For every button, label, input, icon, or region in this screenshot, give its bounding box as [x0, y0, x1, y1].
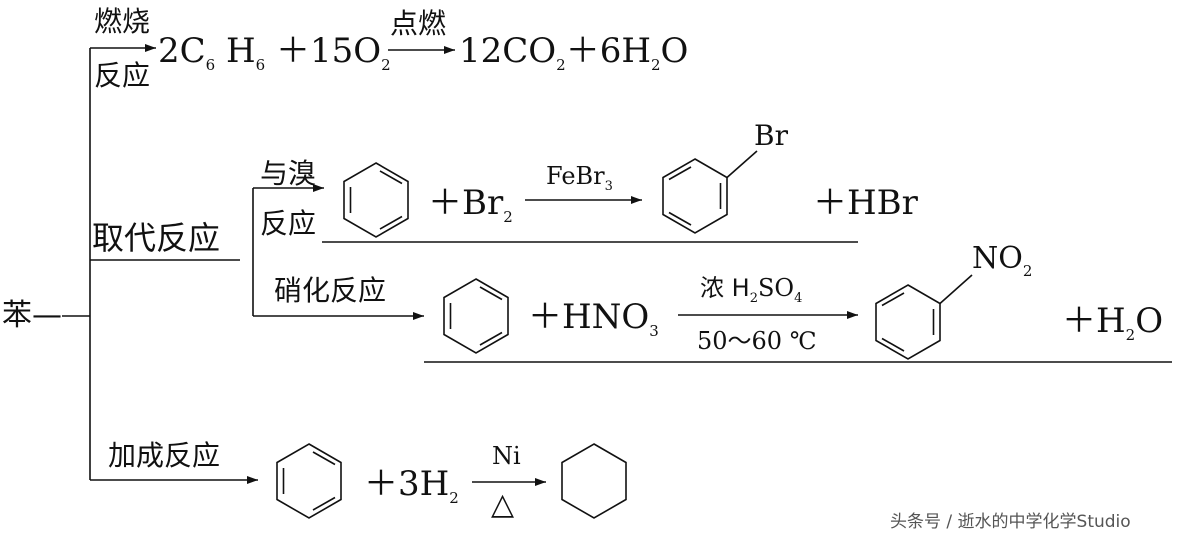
combustion-condition: 点燃	[390, 7, 447, 40]
combustion-branch-top: 燃烧	[94, 5, 151, 38]
substitution-label: 取代反应	[92, 219, 221, 257]
nitration-byproduct: ＋H2O	[1062, 301, 1164, 344]
watermark: 头条号 / 逝水的中学化学Studio	[890, 512, 1131, 532]
nitrobenzene-ring	[875, 274, 973, 360]
benzene-ring	[443, 278, 509, 354]
bromination-plus-br2: ＋Br2	[428, 183, 513, 226]
addition-plus-h2: ＋3H2	[364, 464, 459, 507]
bromination-branch-bottom: 反应	[260, 207, 317, 240]
benzene-ring	[276, 443, 342, 519]
nitration-plus-hno3: ＋HNO3	[528, 297, 659, 340]
nitration-condition-bottom: 50～60 ℃	[697, 327, 817, 355]
combustion-equation-left: 2C6 H6 ＋15O2	[158, 31, 391, 74]
bromobenzene-ring	[662, 150, 758, 234]
nitration-branch: 硝化反应	[274, 274, 387, 307]
combustion-branch-bottom: 反应	[94, 59, 151, 92]
root-label: 苯—	[2, 298, 62, 333]
addition-label: 加成反应	[108, 439, 221, 472]
addition-catalyst: Ni	[492, 442, 521, 470]
nitrobenzene-substituent: NO2	[972, 241, 1033, 280]
bromination-byproduct: ＋HBr	[813, 183, 918, 223]
cyclohexane-ring	[561, 443, 627, 519]
nitration-condition-top: 浓 H2SO4	[700, 274, 803, 306]
combustion-equation-right: 12CO2＋6H2O	[459, 31, 689, 74]
bromobenzene-substituent: Br	[754, 119, 788, 152]
heat-symbol: △	[491, 487, 515, 522]
bromination-catalyst: FeBr3	[546, 162, 613, 194]
benzene-ring	[343, 162, 409, 238]
bromination-branch-top: 与溴	[260, 157, 317, 190]
